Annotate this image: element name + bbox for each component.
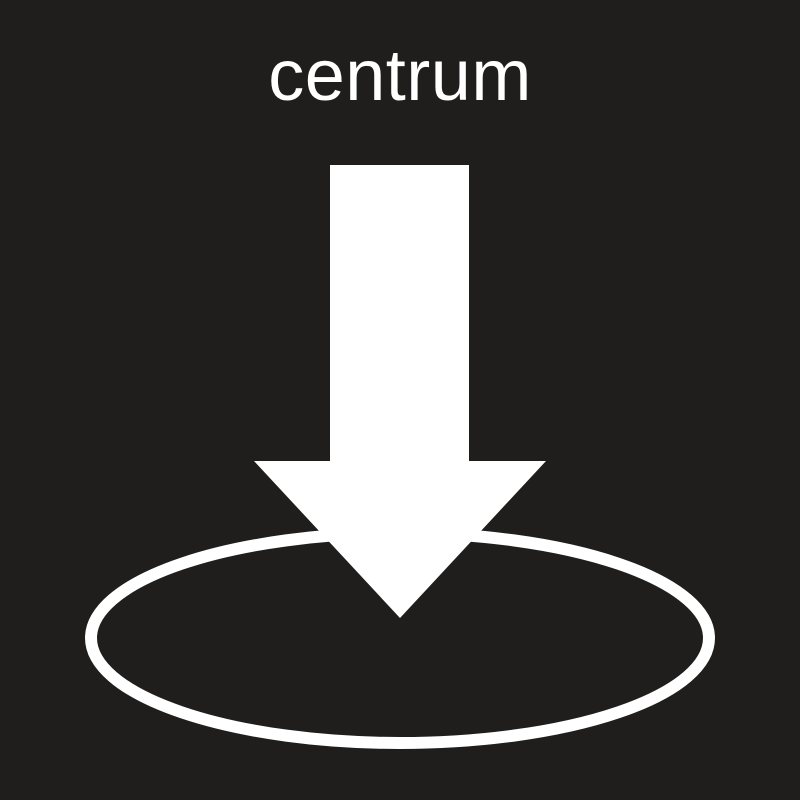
arrow-shaft-icon (330, 165, 469, 465)
arrow-head-icon (254, 461, 546, 618)
pictogram-label: centrum (268, 36, 532, 116)
